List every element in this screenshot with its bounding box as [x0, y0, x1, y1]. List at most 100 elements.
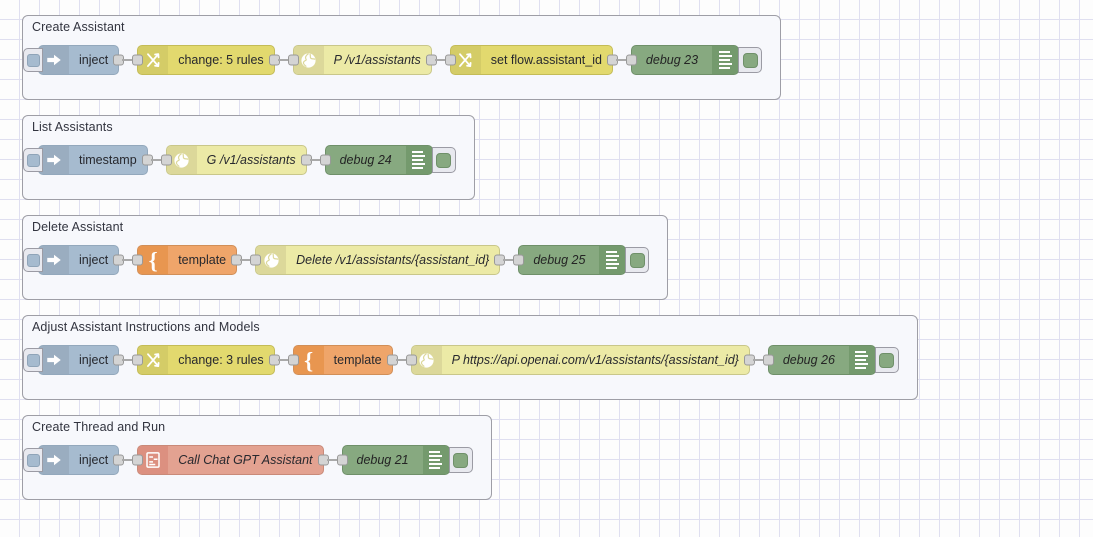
group-label: Create Assistant [32, 20, 125, 34]
node-label: debug 26 [782, 353, 835, 367]
node-label: debug 25 [533, 253, 586, 267]
group-label: Adjust Assistant Instructions and Models [32, 320, 260, 334]
debug-toggle-button[interactable] [874, 347, 899, 373]
wire[interactable] [122, 359, 135, 361]
inject-trigger-button[interactable] [23, 348, 43, 372]
node-input-port[interactable] [319, 154, 331, 166]
node-label: change: 5 rules [178, 53, 264, 67]
node-http[interactable]: G /v1/assistants [160, 145, 312, 175]
debug-toggle-button[interactable] [448, 447, 473, 473]
node-input-port[interactable] [405, 354, 417, 366]
node-label: P /v1/assistants [333, 53, 421, 67]
node-input-port[interactable] [287, 54, 299, 66]
node-input-port[interactable] [132, 254, 144, 266]
debug-toggle-button[interactable] [431, 147, 456, 173]
node-label: debug 21 [356, 453, 409, 467]
node-input-port[interactable] [132, 454, 144, 466]
inject-button-glyph [26, 353, 40, 367]
wire[interactable] [277, 59, 290, 61]
wire[interactable] [615, 59, 628, 61]
debug-button-glyph [629, 252, 645, 268]
wire[interactable] [326, 459, 339, 461]
globe-icon [166, 146, 197, 174]
globe-icon [411, 346, 442, 374]
node-debug[interactable]: debug 25 [513, 245, 650, 275]
arrow-right-icon [39, 246, 69, 274]
inject-trigger-button[interactable] [23, 448, 43, 472]
brace-icon: { [293, 346, 324, 374]
wire[interactable] [434, 59, 447, 61]
node-inject[interactable]: timestamp [23, 145, 153, 175]
node-label: G /v1/assistants [206, 153, 296, 167]
swap-arrows-icon [138, 346, 169, 374]
node-label: timestamp [79, 153, 137, 167]
node-label: debug 23 [645, 53, 699, 67]
node-inject[interactable]: inject [23, 445, 125, 475]
inject-trigger-button[interactable] [23, 148, 43, 172]
wire[interactable] [122, 59, 135, 61]
wire[interactable] [277, 359, 290, 361]
node-debug[interactable]: debug 24 [319, 145, 456, 175]
node-debug[interactable]: debug 23 [625, 45, 763, 75]
node-inject[interactable]: inject [23, 245, 125, 275]
node-input-port[interactable] [513, 254, 525, 266]
wire[interactable] [503, 259, 516, 261]
node-label: Call Chat GPT Assistant [178, 453, 313, 467]
node-inject[interactable]: inject [23, 345, 125, 375]
node-input-port[interactable] [336, 454, 348, 466]
node-label: set flow.assistant_id [490, 53, 602, 67]
node-label: inject [79, 253, 109, 267]
wire[interactable] [122, 259, 135, 261]
node-template[interactable]: {template [132, 245, 243, 275]
node-change[interactable]: set flow.assistant_id [444, 45, 618, 75]
inject-trigger-button[interactable] [23, 248, 43, 272]
arrow-right-icon [39, 346, 69, 374]
debug-button-glyph [742, 52, 758, 68]
node-label: inject [79, 453, 109, 467]
node-input-port[interactable] [160, 154, 172, 166]
node-input-port[interactable] [250, 254, 262, 266]
node-label: template [333, 353, 382, 367]
group-label: List Assistants [32, 120, 113, 134]
wire[interactable] [752, 359, 765, 361]
globe-icon [293, 46, 324, 74]
wire[interactable] [122, 459, 135, 461]
wire[interactable] [395, 359, 408, 361]
node-template[interactable]: { template [287, 345, 398, 375]
globe-icon [256, 246, 287, 274]
node-label: debug 24 [339, 153, 392, 167]
node-label: inject [79, 53, 109, 67]
node-input-port[interactable] [287, 354, 299, 366]
node-http[interactable]: P https://api.openai.com/v1/assistants/{… [405, 345, 755, 375]
debug-button-glyph [436, 152, 452, 168]
wire[interactable] [240, 259, 253, 261]
arrow-right-icon [39, 446, 69, 474]
node-input-port[interactable] [625, 54, 637, 66]
node-label: change: 3 rules [178, 353, 264, 367]
inject-button-glyph [26, 253, 40, 267]
node-label: Delete /v1/assistants/{assistant_id} [296, 253, 490, 267]
node-http[interactable]: Delete /v1/assistants/{assistant_id} [250, 245, 506, 275]
node-input-port[interactable] [132, 54, 144, 66]
node-input-port[interactable] [762, 354, 774, 366]
debug-toggle-button[interactable] [625, 247, 650, 273]
wire[interactable] [150, 159, 163, 161]
debug-list-icon [712, 46, 739, 74]
node-subflow[interactable]: Call Chat GPT Assistant [132, 445, 329, 475]
node-input-port[interactable] [444, 54, 456, 66]
wire[interactable] [309, 159, 322, 161]
group-label: Create Thread and Run [32, 420, 166, 434]
node-debug[interactable]: debug 26 [762, 345, 899, 375]
node-debug[interactable]: debug 21 [336, 445, 473, 475]
node-change[interactable]: change: 3 rules [132, 345, 280, 375]
debug-toggle-button[interactable] [738, 47, 763, 73]
node-inject[interactable]: inject [23, 45, 125, 75]
inject-trigger-button[interactable] [23, 48, 43, 72]
node-http[interactable]: P /v1/assistants [287, 45, 437, 75]
node-input-port[interactable] [132, 354, 144, 366]
subflow-doc-icon [138, 446, 169, 474]
node-change[interactable]: change: 5 rules [132, 45, 280, 75]
debug-button-glyph [453, 452, 469, 468]
swap-arrows-icon [138, 46, 169, 74]
